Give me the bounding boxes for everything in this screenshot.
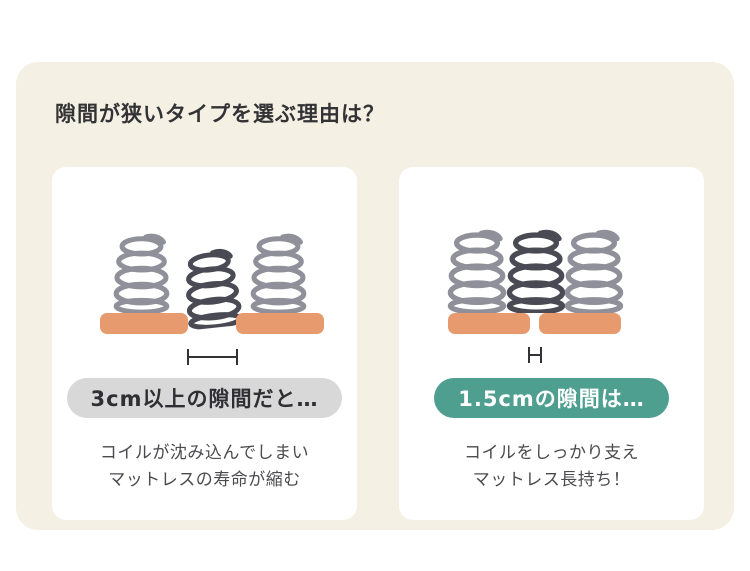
card-wide-gap: 3cm以上の隙間だと… コイルが沈み込んでしまい マットレスの寿命が縮む — [52, 167, 357, 520]
coil-spring-icon — [103, 232, 180, 313]
page-title: 隙間が狭いタイプを選ぶ理由は？ — [55, 102, 385, 126]
gap-badge-wide: 3cm以上の隙間だと… — [66, 378, 343, 418]
comparison-panel: 隙間が狭いタイプを選ぶ理由は？ 3cm以上の隙間だと… コイルが沈み込んでしまい… — [16, 62, 734, 530]
gap-badge-narrow: 1.5cmの隙間は… — [434, 378, 669, 418]
wide-gap-description: コイルが沈み込んでしまい マットレスの寿命が縮む — [100, 440, 309, 494]
slat-bar — [448, 313, 530, 334]
description-line: コイルをしっかり支え — [464, 443, 639, 463]
coil-spring-supported-icon — [504, 228, 568, 313]
description-line: マットレスの寿命が縮む — [108, 470, 301, 491]
description-line: マットレス長持ち！ — [472, 470, 631, 491]
coil-spring-icon — [240, 232, 317, 313]
gap-measure-icon — [528, 347, 542, 363]
slat-bar — [236, 313, 324, 334]
coil-spring-icon — [562, 228, 626, 313]
card-narrow-gap: 1.5cmの隙間は… コイルをしっかり支え マットレス長持ち！ — [399, 167, 704, 520]
slat-bar — [100, 313, 188, 334]
wide-gap-illustration — [52, 167, 357, 372]
narrow-gap-illustration — [399, 167, 704, 372]
coil-spring-icon — [445, 228, 509, 313]
description-line: コイルが沈み込んでしまい — [99, 443, 310, 463]
slat-bar — [539, 313, 621, 334]
gap-measure-icon — [187, 349, 238, 365]
narrow-gap-description: コイルをしっかり支え マットレス長持ち！ — [464, 440, 639, 494]
